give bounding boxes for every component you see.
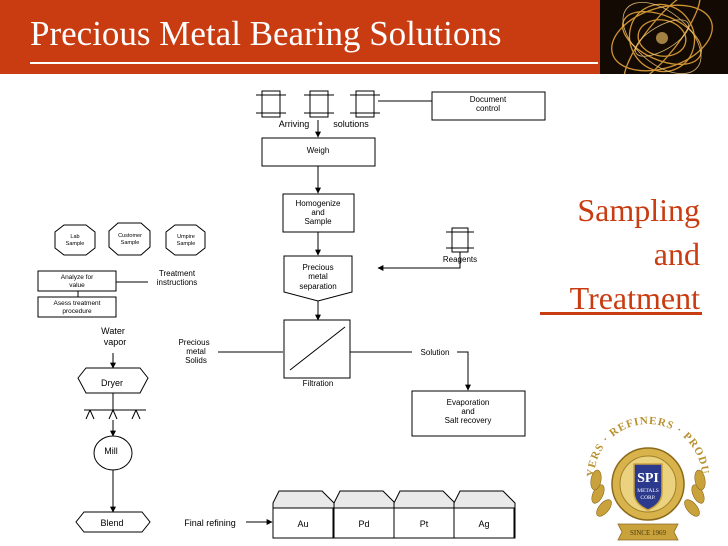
document-control-box <box>431 91 546 121</box>
umpire-sample-label: Sample <box>177 241 196 247</box>
filter-diagonal <box>289 326 346 371</box>
flow-labels: Arriving solutions Document control Weig… <box>54 95 507 529</box>
logo-sub-text: METALS <box>637 488 659 494</box>
weigh-box <box>261 137 376 167</box>
arriving-label: Arriving <box>279 119 310 129</box>
metal-pt-label: Pt <box>420 519 429 529</box>
separation-label: separation <box>299 282 336 291</box>
evaporation-label: Evaporation <box>447 398 490 407</box>
blend-box <box>75 511 151 533</box>
section-heading-line: and <box>653 236 700 272</box>
header-bar: Precious Metal Bearing Solutions <box>0 0 728 74</box>
connector-arrow <box>457 351 471 391</box>
solids-label: Precious <box>178 338 209 347</box>
connector-arrow <box>377 251 461 271</box>
solids-label: Solids <box>185 356 207 365</box>
flow-connectors <box>77 100 471 525</box>
title-underline <box>30 62 598 64</box>
metal-au-label: Au <box>297 519 308 529</box>
dryer-outlet-leg <box>85 409 91 420</box>
homogenize-label: Homogenize <box>296 199 341 208</box>
analyze-label: Analyze for <box>61 274 94 281</box>
separation-box <box>283 255 353 302</box>
dryer-outlet-leg <box>131 409 137 420</box>
solution-container-icon <box>309 90 329 118</box>
evaporation-box <box>411 390 526 437</box>
treatment-label: Treatment <box>159 269 196 278</box>
water-vapor-label: vapor <box>104 337 127 347</box>
assess-label: procedure <box>62 308 92 315</box>
document-control-label: Document <box>470 95 507 104</box>
mill-box <box>93 435 133 471</box>
customer-sample-shape <box>108 222 151 256</box>
weigh-label: Weigh <box>307 146 330 155</box>
separation-label: metal <box>308 272 328 281</box>
dryer-outlet-leg <box>112 409 118 420</box>
evaporation-label: Salt recovery <box>445 416 492 425</box>
solution-container-icon <box>355 90 375 118</box>
metal-bars <box>272 490 516 539</box>
lab-sample-label: Lab <box>70 234 79 240</box>
solids-label: metal <box>186 347 206 356</box>
solution-label: Solution <box>421 348 450 357</box>
solution-container-icon <box>261 90 281 118</box>
flow-boxes <box>37 91 546 533</box>
homogenize-label: and <box>311 208 324 217</box>
blend-label: Blend <box>100 518 123 528</box>
analyze-label: value <box>69 282 85 289</box>
assess-box <box>37 296 117 318</box>
metal-ag-label: Ag <box>478 519 489 529</box>
section-heading-underline <box>540 312 702 315</box>
dryer-outlet-leg <box>108 409 114 420</box>
metal-pd-label: Pd <box>358 519 369 529</box>
flow-details <box>84 326 346 420</box>
reagents-container-icon <box>451 227 469 253</box>
analyze-box <box>37 270 117 292</box>
logo-brand: SPI <box>637 471 659 486</box>
final-refining-label: Final refining <box>184 518 236 528</box>
homogenize-box <box>282 193 355 233</box>
mill-label: Mill <box>104 446 118 456</box>
metal-bar-face <box>272 507 334 539</box>
customer-sample-label: Customer <box>118 233 142 239</box>
lab-sample-label: Sample <box>66 241 85 247</box>
reagents-label: Reagents <box>443 255 477 264</box>
assess-label: Asess treatment <box>54 300 101 307</box>
sample-shapes <box>54 222 206 256</box>
umpire-sample-shape <box>165 224 206 256</box>
metal-bar-face <box>453 507 515 539</box>
filtration-label: Filtration <box>303 379 334 388</box>
customer-sample-label: Sample <box>121 240 140 246</box>
section-heading-line: Treatment <box>569 280 700 316</box>
dryer-box <box>77 367 149 394</box>
page-title: Precious Metal Bearing Solutions <box>30 14 502 53</box>
lab-sample-shape <box>54 224 96 256</box>
solutions-label: solutions <box>333 119 369 129</box>
shield-icon <box>633 463 663 511</box>
dryer-outlet-leg <box>89 409 95 420</box>
dryer-outlet-leg <box>135 409 141 420</box>
dryer-label: Dryer <box>101 378 123 388</box>
laurel-wreath-icon <box>590 469 706 517</box>
evaporation-label: and <box>461 407 474 416</box>
section-heading-line: Sampling <box>577 192 700 228</box>
section-heading: Sampling and Treatment <box>520 188 700 320</box>
water-vapor-label: Water <box>101 326 125 336</box>
logo-banner-text: SINCE 1969 <box>630 529 666 537</box>
document-control-label: control <box>476 104 500 113</box>
logo-banner <box>617 523 679 541</box>
separation-label: Precious <box>302 263 333 272</box>
arriving-containers <box>256 90 474 253</box>
spi-metals-logo: ASSAYERS · REFINERS · PRODUCERS SPI META… <box>578 400 710 541</box>
homogenize-label: Sample <box>304 217 332 226</box>
metal-bar-face <box>333 507 395 539</box>
header-swirl-art <box>600 0 728 74</box>
umpire-sample-label: Umpire <box>177 234 195 240</box>
logo-sub-text: CORP. <box>640 495 656 501</box>
treatment-label: instructions <box>157 278 197 287</box>
